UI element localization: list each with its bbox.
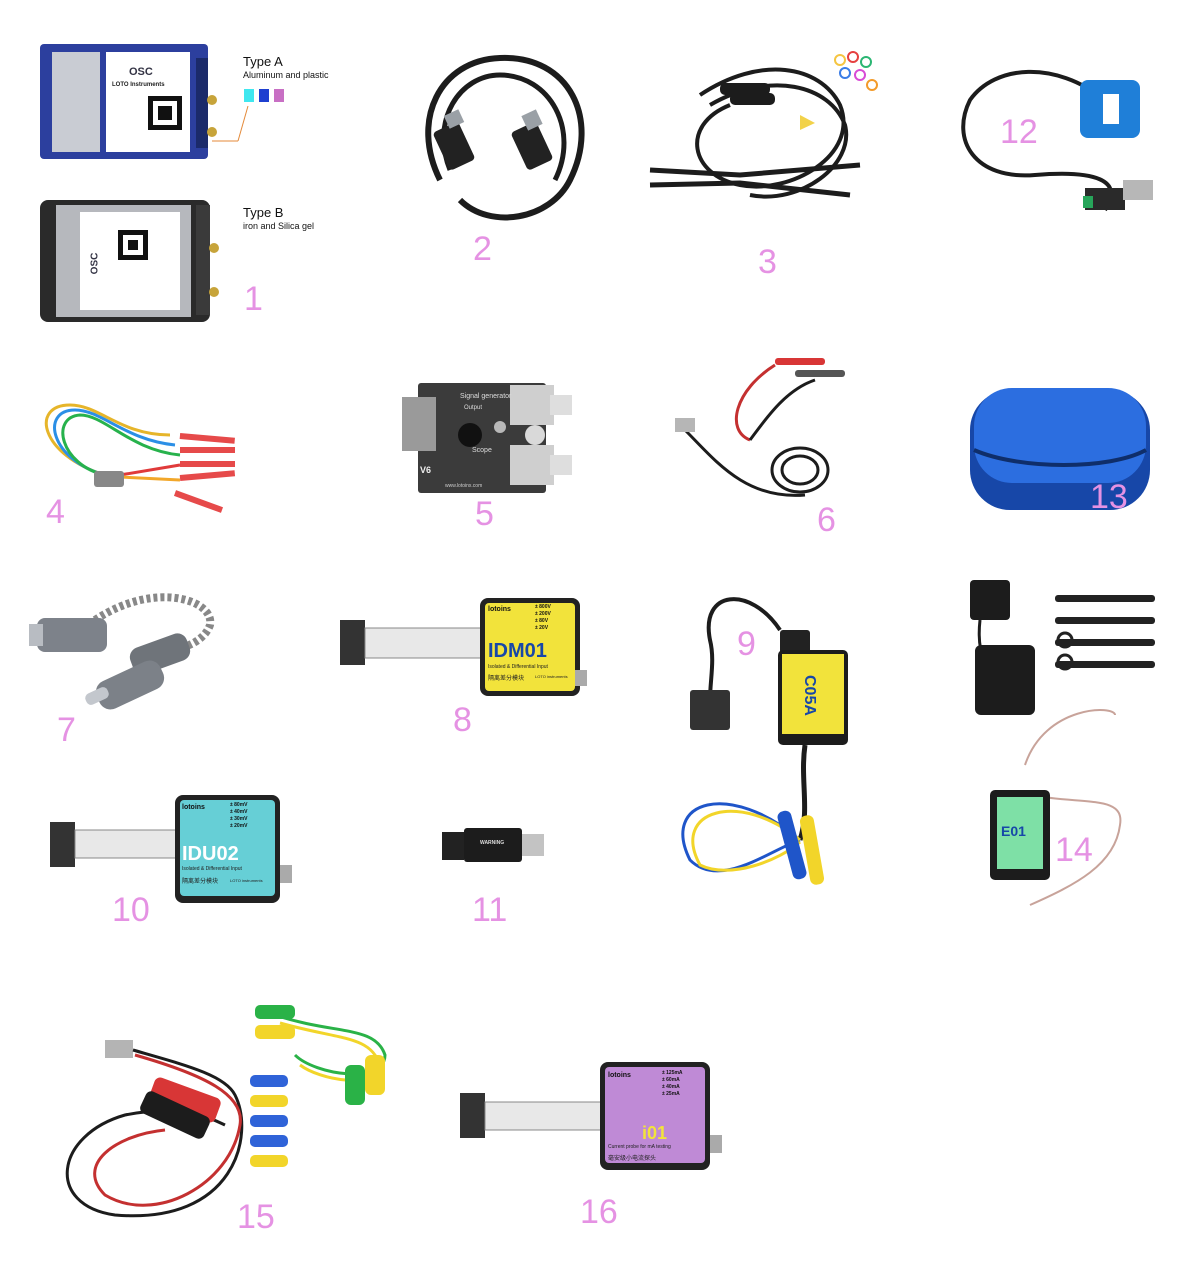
item-11-attenuator: WARNING 11 <box>430 820 560 930</box>
range: ± 30mV <box>230 816 248 822</box>
c05a-model: C05A <box>801 675 818 716</box>
idu02-model: IDU02 <box>182 843 239 865</box>
item-number-4: 4 <box>46 493 65 531</box>
probes-image <box>649 51 878 199</box>
test-leads-image <box>65 1005 387 1218</box>
idm01-brand: lotoins <box>488 606 511 613</box>
usb-cable-image <box>425 54 585 221</box>
range: ± 20mV <box>230 823 248 829</box>
item-12-current-clamp: 12 <box>955 60 1165 220</box>
color-swatch-blue <box>259 89 269 102</box>
item-number-11: 11 <box>472 891 508 929</box>
item-4-logic-cable: 4 <box>30 395 250 535</box>
item-number-5: 5 <box>475 495 494 533</box>
e01-model: E01 <box>1001 823 1026 839</box>
attenuator-warning: WARNING <box>480 840 505 846</box>
item-number-2: 2 <box>473 230 492 268</box>
item-number-16: 16 <box>580 1193 618 1231</box>
sg-scope: Scope <box>472 447 492 454</box>
item-number-7: 7 <box>57 711 76 749</box>
type-b-title: Type B <box>243 205 284 220</box>
range: ± 80V <box>535 618 549 624</box>
item-2-usb-cable: 2 <box>400 30 600 270</box>
i01-cn: 毫安级小电流探头 <box>608 1156 657 1162</box>
c05a-probe-image <box>681 597 848 885</box>
item-number-8: 8 <box>453 701 472 739</box>
carry-case-image <box>970 388 1150 510</box>
item-13-case: 13 <box>960 360 1160 520</box>
type-a-desc: Aluminum and plastic <box>243 70 329 80</box>
item-number-3: 3 <box>758 243 777 281</box>
idm01-desc: Isolated & Differential Input <box>488 664 548 670</box>
type-b-desc: iron and Silica gel <box>243 221 315 231</box>
current-clamp-image <box>961 69 1153 212</box>
item-number-12: 12 <box>1000 113 1038 151</box>
item-10-idu02-module: lotoins IDU02 ± 80mV ± 40mV ± 30mV ± 20m… <box>40 790 310 940</box>
item-number-13: 13 <box>1090 478 1128 516</box>
range: ± 800V <box>535 604 551 610</box>
device-a-brand: OSC <box>129 66 153 78</box>
item-number-1: 1 <box>244 280 263 318</box>
idu02-cn: 隔离差分模块 <box>182 879 219 885</box>
e01-probe-image <box>970 580 1155 906</box>
device-type-a <box>40 44 249 322</box>
range: ± 40mV <box>230 809 248 815</box>
i01-brand: lotoins <box>608 1072 631 1079</box>
otg-adapter-image <box>29 593 215 710</box>
item-1-oscilloscope: OSC LOTO Instruments OSC Type A Aluminum… <box>0 0 380 330</box>
range: ± 40mA <box>662 1084 680 1090</box>
sg-version: V6 <box>420 465 432 475</box>
idm01-cn: 隔离差分模块 <box>488 676 525 682</box>
idu02-maker: LOTO instruments <box>230 878 263 883</box>
range: ± 60mA <box>662 1077 680 1083</box>
bnc-clip-cable-image <box>675 358 845 497</box>
item-9-c05a-probe: C05A 9 <box>670 580 900 920</box>
sg-output: Output <box>464 405 483 411</box>
item-6-bnc-clip-cable: 6 <box>665 340 865 540</box>
item-8-idm01-module: lotoins IDM01 ± 800V ± 200V ± 80V ± 20V … <box>330 590 590 740</box>
idm01-maker: LOTO instruments <box>535 674 568 679</box>
idu02-brand: lotoins <box>182 804 205 811</box>
item-3-probes: 3 <box>640 45 900 285</box>
range: ± 125mA <box>662 1070 683 1076</box>
range: ± 80mV <box>230 802 248 808</box>
item-number-9: 9 <box>737 625 756 663</box>
item-16-i01-probe: lotoins i01 ± 125mA ± 60mA ± 40mA ± 25mA… <box>450 1060 730 1230</box>
device-a-maker: LOTO Instruments <box>112 82 165 88</box>
signal-generator-image <box>402 383 572 493</box>
device-b-brand: OSC <box>89 252 101 275</box>
idm01-model: IDM01 <box>488 640 547 662</box>
i01-model: i01 <box>642 1123 668 1143</box>
idu02-ranges: ± 80mV ± 40mV ± 30mV ± 20mV <box>230 802 247 830</box>
i01-probe-image <box>460 1062 722 1170</box>
i01-desc: Current probe for mA testing <box>608 1144 671 1150</box>
range: ± 20V <box>535 625 549 631</box>
sg-title: Signal generator <box>460 393 512 400</box>
type-a-title: Type A <box>243 54 283 69</box>
color-swatch-purple <box>274 89 284 102</box>
idu02-desc: Isolated & Differential Input <box>182 866 242 872</box>
logic-cable-image <box>44 403 236 513</box>
attenuator-image <box>442 828 544 862</box>
range: ± 200V <box>535 611 551 617</box>
item-5-signal-generator: Signal generator Output Scope V6 www.lot… <box>400 365 590 535</box>
idm01-ranges: ± 800V ± 200V ± 80V ± 20V <box>535 604 551 632</box>
range: ± 25mA <box>662 1091 680 1097</box>
sg-site: www.lotoinx.com <box>445 483 483 489</box>
item-number-14: 14 <box>1055 831 1093 869</box>
item-number-6: 6 <box>817 501 836 539</box>
idu02-module-image <box>50 795 292 903</box>
color-swatch-cyan <box>244 89 254 102</box>
item-7-otg-adapter: 7 <box>29 580 235 750</box>
item-14-e01-probe: E01 14 <box>935 565 1170 925</box>
item-number-10: 10 <box>112 891 150 929</box>
idm01-module-image <box>340 598 587 696</box>
item-15-test-leads: 15 <box>55 995 405 1240</box>
i01-ranges: ± 125mA ± 60mA ± 40mA ± 25mA <box>662 1070 683 1098</box>
item-number-15: 15 <box>237 1198 275 1236</box>
